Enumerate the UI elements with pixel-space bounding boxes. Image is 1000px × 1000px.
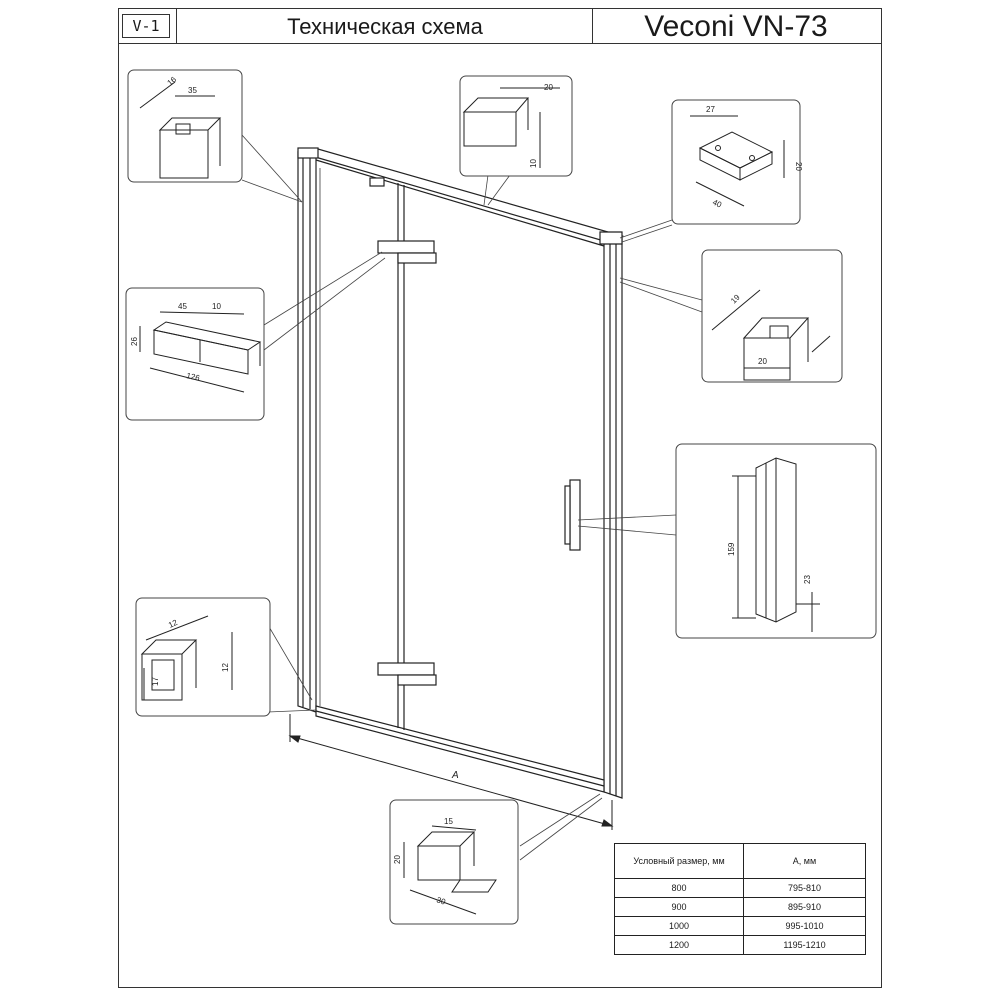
dim-label: 20	[393, 855, 402, 864]
dim-label: 35	[188, 86, 197, 95]
table-cell: 895-910	[743, 897, 866, 917]
callout-corner-connector: 27 20 40	[671, 99, 803, 225]
title-divider	[176, 8, 177, 44]
sheet-code: V-1	[122, 14, 170, 38]
callout-hinge: 45 10 26 126	[125, 287, 265, 421]
dim-label: 23	[803, 575, 812, 584]
callout-threshold-block: 15 20 30	[389, 799, 519, 925]
title-divider	[592, 8, 593, 44]
dim-label: 20	[758, 357, 767, 366]
dim-label: 159	[727, 542, 736, 556]
table-cell: 995-1010	[743, 916, 866, 936]
door-handle	[569, 479, 581, 551]
dimension-label-A: A	[451, 770, 459, 781]
table-cell: 1000	[614, 916, 744, 936]
table-row: 1200 1195-1210	[614, 935, 866, 955]
drawing-title: Техническая схема	[287, 14, 483, 39]
dim-label: 40	[711, 198, 723, 210]
table-row: 800 795-810	[614, 878, 866, 898]
dim-label: 15	[444, 817, 453, 826]
dim-label: 45	[178, 302, 187, 311]
left-wall-profile	[297, 151, 317, 713]
right-wall-profile	[603, 235, 623, 799]
callout-top-rail: 20 10	[459, 75, 573, 177]
dim-label: 20	[544, 83, 553, 92]
dim-label: 126	[186, 371, 201, 383]
corner-block-right	[599, 231, 623, 245]
dim-label: 26	[130, 337, 139, 346]
shower-door-assembly	[297, 147, 625, 799]
table-header: Условный размер, мм	[614, 843, 744, 879]
table-cell: 795-810	[743, 878, 866, 898]
dim-label: 12	[167, 618, 179, 630]
model-name: Veconi VN-73	[644, 10, 828, 43]
dim-label: 30	[435, 895, 447, 906]
size-table: Условный размер, мм А, мм 800 795-810 90…	[614, 843, 866, 955]
corner-block-left	[297, 147, 319, 159]
callout-bottom-profile: 12 12 17	[135, 597, 271, 717]
table-cell: 800	[614, 878, 744, 898]
table-cell: 900	[614, 897, 744, 917]
table-row: 1000 995-1010	[614, 916, 866, 936]
drawing-sheet-frame	[118, 8, 882, 988]
table-row: 900 895-910	[614, 897, 866, 917]
hinge-top	[377, 240, 435, 254]
hinge-bottom	[377, 662, 435, 676]
callout-handle: 159 23	[675, 443, 877, 639]
table-cell: 1195-1210	[743, 935, 866, 955]
dim-label: 12	[221, 663, 230, 672]
table-header-row: Условный размер, мм А, мм	[614, 843, 866, 879]
dim-label: 10	[212, 302, 221, 311]
callout-top-left-profile: 16 35	[127, 69, 243, 183]
callout-wall-profile-right: 19 20	[701, 249, 843, 383]
dim-label: 10	[529, 159, 538, 168]
dim-label: 27	[706, 105, 715, 114]
table-header: А, мм	[743, 843, 866, 879]
table-cell: 1200	[614, 935, 744, 955]
dim-label: 17	[151, 677, 160, 686]
dim-label: 20	[794, 162, 803, 171]
callout-leaders	[241, 134, 703, 861]
dimension-A	[288, 714, 614, 830]
title-block: V-1 Техническая схема Veconi VN-73	[118, 8, 882, 44]
